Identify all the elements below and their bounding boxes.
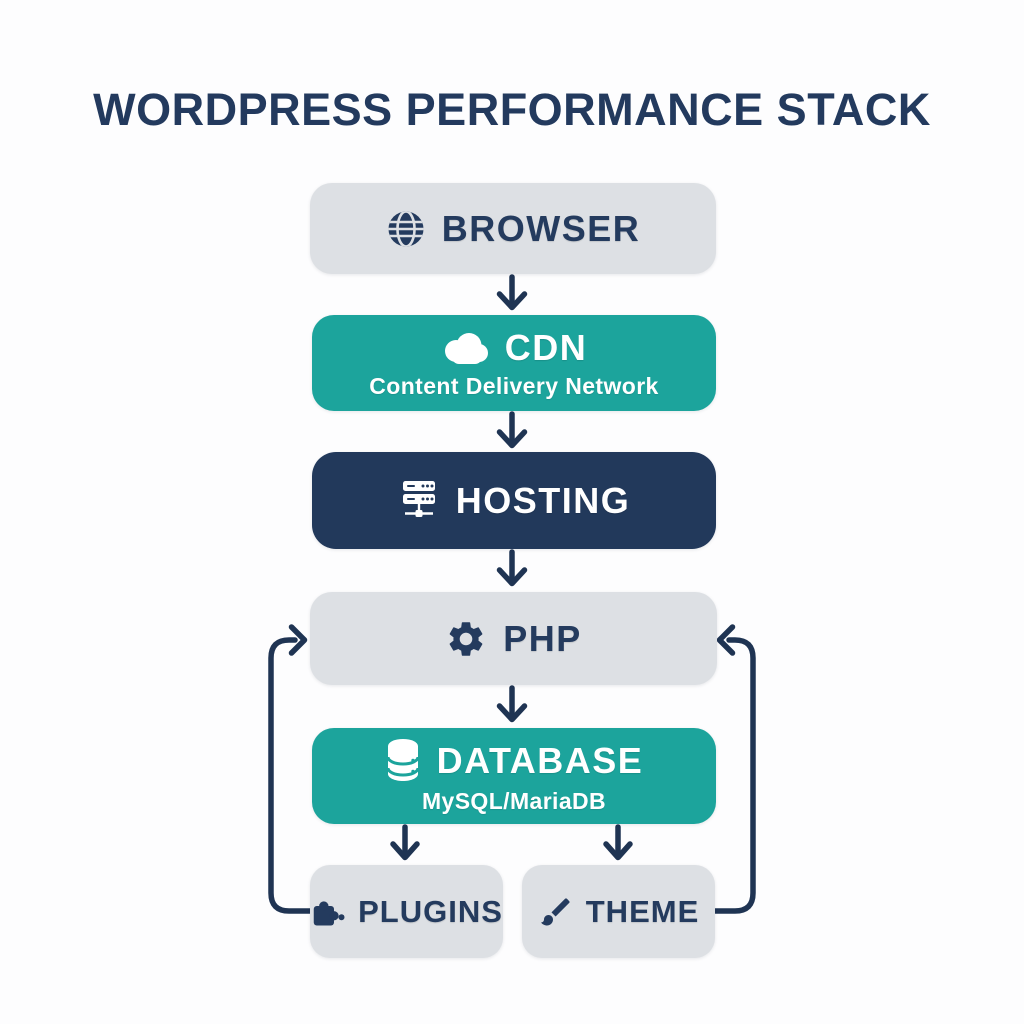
node-hosting-label: HOSTING xyxy=(455,479,631,521)
node-database: DATABASE MySQL/MariaDB xyxy=(312,728,716,824)
node-php-label: PHP xyxy=(503,617,582,659)
node-cdn-subtitle: Content Delivery Network xyxy=(369,372,659,399)
globe-icon xyxy=(386,209,426,249)
node-browser-label: BROWSER xyxy=(441,207,641,249)
node-browser: BROWSER xyxy=(310,183,716,274)
gear-icon xyxy=(445,618,487,660)
node-theme-label: THEME xyxy=(585,893,700,929)
cloud-icon xyxy=(441,332,489,364)
node-plugins-label: PLUGINS xyxy=(358,893,503,929)
node-hosting: HOSTING xyxy=(312,452,716,549)
node-php: PHP xyxy=(310,592,717,685)
database-icon xyxy=(385,738,421,784)
node-cdn: CDN Content Delivery Network xyxy=(312,315,716,411)
node-plugins: PLUGINS xyxy=(310,865,503,958)
page-title: WORDPRESS PERFORMANCE STACK xyxy=(93,84,931,135)
node-theme: THEME xyxy=(522,865,715,958)
node-cdn-label: CDN xyxy=(504,326,588,368)
node-database-subtitle: MySQL/MariaDB xyxy=(421,787,607,814)
brush-icon xyxy=(538,894,574,930)
node-database-label: DATABASE xyxy=(436,739,644,781)
server-icon xyxy=(398,481,440,520)
puzzle-icon xyxy=(310,894,346,930)
